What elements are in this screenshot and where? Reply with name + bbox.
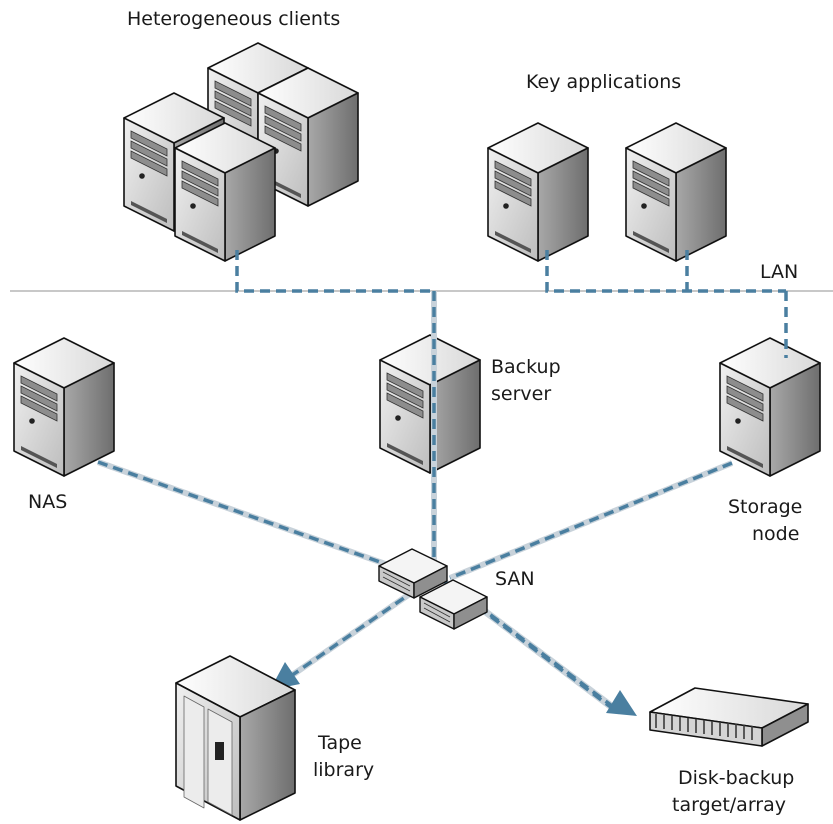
key-application-server-icon bbox=[625, 122, 727, 262]
tape-library-label-line2: library bbox=[313, 759, 375, 781]
key-applications-label: Key applications bbox=[526, 71, 682, 93]
storage-node-server-icon bbox=[719, 337, 821, 477]
disk-backup-label-line1: Disk-backup bbox=[678, 767, 795, 789]
tape-library-icon bbox=[175, 655, 296, 821]
nas-label: NAS bbox=[28, 491, 68, 513]
disk-backup-label-line2: target/array bbox=[672, 794, 786, 816]
client-server-icon bbox=[174, 122, 276, 262]
lan-connections bbox=[235, 250, 788, 358]
nas-server-icon bbox=[13, 337, 115, 477]
backup-server-icon bbox=[379, 334, 481, 474]
storage-node-label-line1: Storage bbox=[728, 496, 803, 518]
disk-array-icon bbox=[649, 687, 809, 747]
key-application-server-icon bbox=[487, 122, 589, 262]
storage-node-label-line2: node bbox=[752, 523, 800, 545]
backup-server-label-line2: server bbox=[491, 383, 552, 405]
backup-server-label-line1: Backup bbox=[491, 356, 561, 378]
tape-library-label-line1: Tape bbox=[318, 732, 362, 754]
san-switch-icon bbox=[378, 548, 448, 599]
arrow-head-icon bbox=[606, 690, 637, 716]
lan-label: LAN bbox=[760, 261, 799, 283]
san-label: SAN bbox=[495, 568, 535, 590]
heterogeneous-clients-label: Heterogeneous clients bbox=[127, 8, 341, 30]
san-switch-icon bbox=[419, 579, 488, 630]
